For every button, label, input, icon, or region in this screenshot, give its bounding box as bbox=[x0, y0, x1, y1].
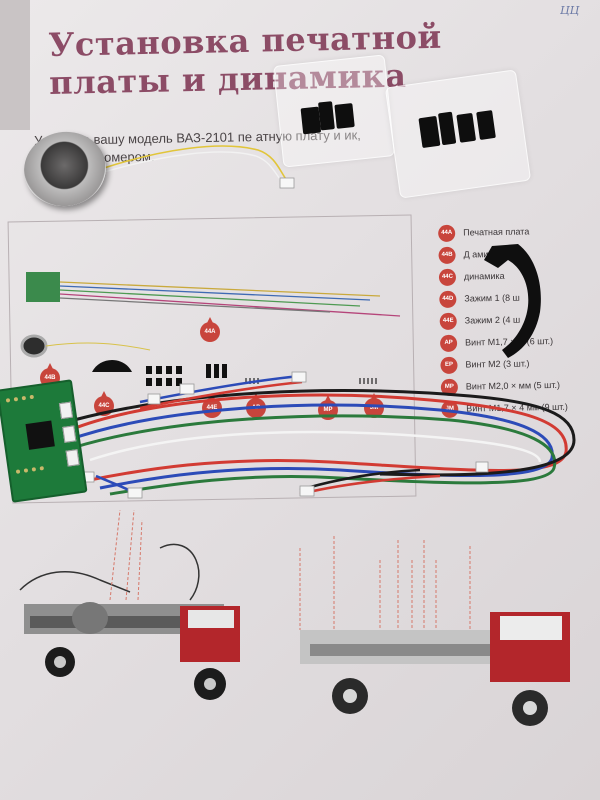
page-corner-shadow bbox=[0, 0, 30, 130]
part-label-44a: 44A bbox=[200, 317, 220, 342]
part-name: Печатная плата bbox=[463, 226, 530, 238]
part-code-badge: MP bbox=[440, 378, 459, 396]
legend-row-jm: JM Винт М1,7 × 4 мм (9 шт.) bbox=[441, 395, 600, 420]
handwritten-note: ЦЦ bbox=[560, 4, 580, 17]
pcb-pad bbox=[39, 466, 45, 471]
pcb-pad bbox=[23, 468, 29, 473]
pcb-connector bbox=[65, 449, 80, 467]
part-code-badge: 44E bbox=[439, 312, 457, 330]
pcb-connector bbox=[62, 425, 77, 443]
clip-part bbox=[418, 115, 441, 149]
pcb-pad bbox=[15, 469, 21, 474]
pcb-pad bbox=[5, 398, 11, 403]
part-name: Винт М2,0 × мм (5 шт.) bbox=[465, 379, 561, 392]
part-label-44e: 44E bbox=[202, 393, 222, 418]
part-code-badge: 44D bbox=[439, 290, 457, 308]
pcb-pad bbox=[21, 395, 27, 401]
pcb-pad bbox=[29, 394, 35, 400]
part-name: Винт М2 (3 шт.) bbox=[465, 358, 530, 370]
clip-part bbox=[437, 111, 457, 146]
part-code-badge: JM bbox=[441, 400, 459, 418]
part-code-badge: AP bbox=[439, 334, 458, 352]
pcb-connector bbox=[58, 401, 74, 420]
part-code-badge: 44B bbox=[438, 246, 456, 264]
part-label-mp: MP bbox=[318, 395, 338, 420]
part-label-44c: 44C bbox=[94, 391, 114, 416]
pcb-board bbox=[0, 379, 88, 503]
truck-drawing-left bbox=[19, 509, 240, 700]
pcb-pad bbox=[31, 467, 37, 472]
pcb-pad bbox=[13, 396, 19, 402]
speaker-bracket bbox=[484, 244, 541, 358]
legend-row-44a: 44A Печатная плата bbox=[438, 219, 598, 244]
part-label-ap: AP bbox=[246, 393, 266, 418]
pcb-chip bbox=[25, 420, 55, 450]
clip-part bbox=[318, 101, 335, 131]
part-label-jm: JM bbox=[364, 393, 384, 418]
truck-drawing-right bbox=[299, 536, 570, 726]
parts-bag-left bbox=[272, 54, 396, 168]
parts-bag-right bbox=[384, 69, 532, 199]
part-code-badge: 44C bbox=[438, 268, 457, 286]
clip-part bbox=[476, 110, 496, 140]
legend-row-mp: MP Винт М2,0 × мм (5 шт.) bbox=[440, 373, 600, 398]
part-code-badge: EP bbox=[440, 356, 458, 374]
speaker-connector bbox=[279, 177, 295, 189]
clip-part bbox=[334, 103, 355, 129]
part-name: Винт М1,7 × 4 мм (9 шт.) bbox=[466, 401, 568, 414]
part-code-badge: 44A bbox=[438, 224, 456, 242]
clip-part bbox=[456, 112, 477, 143]
